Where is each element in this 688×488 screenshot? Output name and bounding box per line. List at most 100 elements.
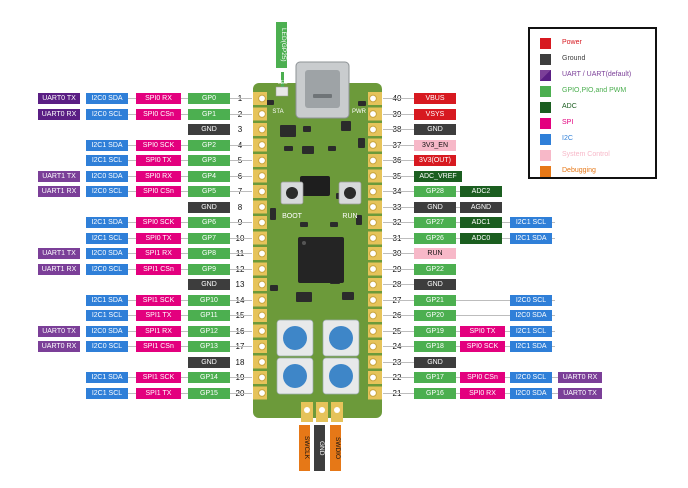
i2c-label-pin12: I2C0 SCL [86,263,128,275]
sta-text: STA [272,109,283,115]
i2c-label-pin16: I2C0 SDA [86,325,128,337]
uart-label-pin22: UART0 RX [558,372,602,383]
legend-swatch-i2c [540,134,551,145]
gpio-label-gp22: GP22 [414,263,456,275]
left-hole-15 [258,311,266,320]
pin-label-vbus: VBUS [414,93,456,104]
gpio-label-gp5: GP5 [188,186,230,197]
smd-part-14 [296,292,312,302]
adc-label-adc0: ADC0 [460,232,502,244]
gpio-label-gp16: GP16 [414,387,456,399]
boot-button-cap [286,187,298,199]
legend-text-power: Power [562,39,582,46]
i2c-label-pin5: I2C1 SCL [86,155,128,166]
right-hole-32 [369,218,377,227]
mcu-chip [298,237,344,283]
gpio-label-gp19: GP19 [414,325,456,337]
gpio-label-gp14: GP14 [188,372,230,383]
i2c-label-pin25: I2C1 SCL [510,325,552,337]
gpio-label-gp28: GP28 [414,186,456,197]
uart-label-pin12: UART1 RX [38,263,80,275]
left-hole-4 [258,141,266,149]
uart-label-pin11: UART1 TX [38,248,80,259]
gpio-label-gp27: GP27 [414,217,456,228]
i2c-label-pin1: I2C0 SDA [86,93,128,104]
debug-hole-2 [334,407,340,413]
right-hole-34 [369,187,377,196]
right-hole-36 [369,156,377,165]
legend-swatch-spi [540,118,551,129]
spi-label-pin25: SPI0 TX [460,325,505,337]
key-button-1-cap [283,326,307,350]
right-hole-37 [369,141,377,149]
spi-label-pin15: SPI1 TX [136,310,181,321]
i2c-label-pin31: I2C1 SDA [510,232,552,244]
i2c-label-pin32: I2C1 SCL [510,217,552,228]
uart-label-pin1: UART0 TX [38,93,80,104]
uart-label-pin2: UART0 RX [38,108,80,120]
left-hole-20 [258,389,266,397]
gpio-label-gp4: GP4 [188,170,230,182]
right-hole-31 [369,234,377,242]
right-hole-23 [369,358,377,366]
pin-label-run: RUN [414,248,456,259]
led-lead [281,72,284,90]
pin-label-gnd: GND [414,356,456,368]
i2c-label-pin22: I2C0 SCL [510,372,552,383]
i2c-label-pin27: I2C0 SCL [510,294,552,306]
legend-swatch-uart [540,70,551,81]
spi-label-pin1: SPI0 RX [136,93,181,104]
uart-label-pin6: UART1 TX [38,170,80,182]
adc-label-adc2: ADC2 [460,186,502,197]
legend-text-uart: UART / UART(default) [562,71,632,78]
i2c-label-pin7: I2C0 SCL [86,186,128,197]
spi-label-pin7: SPI0 CSn [136,186,181,197]
gpio-label-gp18: GP18 [414,341,456,352]
i2c-label-pin9: I2C1 SDA [86,217,128,228]
right-hole-30 [369,249,377,258]
smd-part-5 [284,146,293,151]
spi-label-pin2: SPI0 CSn [136,108,181,120]
left-hole-18 [258,358,266,366]
mcu-dot [302,241,306,245]
legend-swatch-power [540,38,551,49]
pin-label-3v3-out-: 3V3(OUT) [414,155,456,166]
left-hole-7 [258,187,266,196]
i2c-label-pin2: I2C0 SCL [86,108,128,120]
key-button-3-cap [283,364,307,388]
smd-part-7 [328,146,336,151]
left-hole-12 [258,265,266,273]
legend-text-i2c: I2C [562,135,573,142]
i2c-label-pin4: I2C1 SDA [86,139,128,151]
gpio-label-gp20: GP20 [414,310,456,321]
pin-number-13: 13 [235,280,245,289]
gpio-label-gp21: GP21 [414,294,456,306]
right-hole-28 [369,280,377,289]
gpio-label-gp9: GP9 [188,263,230,275]
right-hole-24 [369,342,377,351]
pin-label-vsys: VSYS [414,108,456,120]
uart-label-pin16: UART0 TX [38,325,80,337]
boot-text: BOOT [282,213,303,220]
smd-part-8 [358,138,365,148]
smd-part-11 [330,222,338,227]
gpio-label-gp15: GP15 [188,387,230,399]
left-hole-16 [258,327,266,335]
spi-label-pin19: SPI1 SCK [136,372,181,383]
pin-label-adc-vref: ADC_VREF [414,170,462,182]
debug-label-gnd: GND [314,425,325,471]
uart-label-pin17: UART0 RX [38,341,80,352]
pin-number-18: 18 [235,357,245,367]
agnd-label: AGND [460,201,502,213]
right-hole-21 [369,389,377,397]
legend-text-spi: SPI [562,119,574,126]
smd-part-15 [342,292,354,300]
spi-label-pin17: SPI1 CSn [136,341,181,352]
pin-label-3v3-en: 3V3_EN [414,139,456,151]
uart-label-pin7: UART1 RX [38,186,80,197]
gpio-label-gp6: GP6 [188,217,230,228]
i2c-label-pin17: I2C0 SCL [86,341,128,352]
gpio-label-gp2: GP2 [188,139,230,151]
gpio-label-gp1: GP1 [188,108,230,120]
legend-swatch-debug [540,166,551,177]
